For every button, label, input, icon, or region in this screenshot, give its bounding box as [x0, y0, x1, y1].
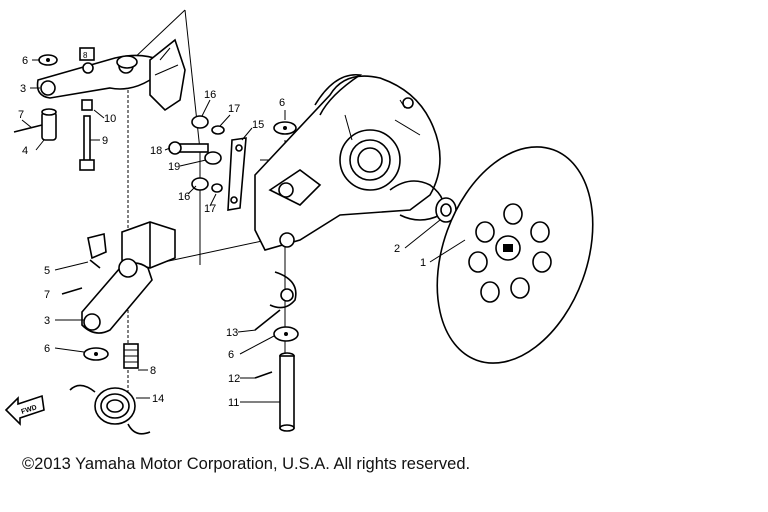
spring-part-13 [254, 271, 297, 331]
pin-part-4 [13, 108, 57, 141]
housing [254, 74, 445, 251]
callout-15: 15 [252, 119, 264, 131]
forward-arrow-icon: FWD [4, 394, 45, 426]
callout-12: 12 [228, 373, 240, 385]
callout-17-upper: 17 [228, 103, 240, 115]
callout-3: 3 [20, 83, 26, 95]
callout-16-upper: 16 [204, 89, 216, 101]
spring-part-14 [69, 384, 151, 435]
leader-lines [21, 59, 466, 403]
callout-2: 2 [394, 243, 400, 255]
parts-diagram: FWD 6 3 7 4 9 10 18 19 16 17 15 16 17 6 … [4, 9, 594, 435]
fitting-part-8 [123, 343, 139, 369]
callout-6: 6 [22, 55, 28, 67]
callout-18: 18 [150, 145, 162, 157]
callout-1: 1 [420, 257, 426, 269]
callout-4: 4 [22, 145, 28, 157]
callout-9: 9 [102, 135, 108, 147]
callout-labels: 6 3 7 4 9 10 18 19 16 17 15 16 17 6 2 1 … [18, 51, 426, 409]
callout-13: 13 [226, 327, 238, 339]
callout-7-lower: 7 [44, 289, 50, 301]
callout-8-upper: 8 [83, 51, 88, 60]
callout-6-center: 6 [228, 349, 234, 361]
callout-11: 11 [228, 397, 239, 409]
copyright-notice: ©2013 Yamaha Motor Corporation, U.S.A. A… [22, 455, 471, 473]
callout-6-top: 6 [279, 97, 285, 109]
shaft-part-11 [279, 352, 295, 432]
clip-part-5 [87, 233, 107, 269]
callout-10: 10 [104, 113, 116, 125]
callout-14: 14 [152, 393, 164, 405]
callout-7: 7 [18, 109, 24, 121]
callout-5: 5 [44, 265, 50, 277]
callout-16-lower: 16 [178, 191, 190, 203]
callout-8: 8 [150, 365, 156, 377]
bolt-part-9 [79, 99, 95, 171]
callout-3-lower: 3 [44, 315, 50, 327]
callout-19: 19 [168, 161, 180, 173]
link-plate [227, 137, 247, 211]
forward-arrow-label: FWD [20, 404, 37, 416]
nut-top [79, 47, 95, 61]
pin-part-12 [254, 371, 273, 379]
screw-group [168, 115, 225, 193]
callout-6-lower: 6 [44, 343, 50, 355]
pin-part-7-lower [61, 287, 83, 295]
upper-arm [36, 38, 186, 112]
brake-disc [436, 146, 594, 364]
lower-arm [81, 221, 176, 334]
callout-17-lower: 17 [204, 203, 216, 215]
